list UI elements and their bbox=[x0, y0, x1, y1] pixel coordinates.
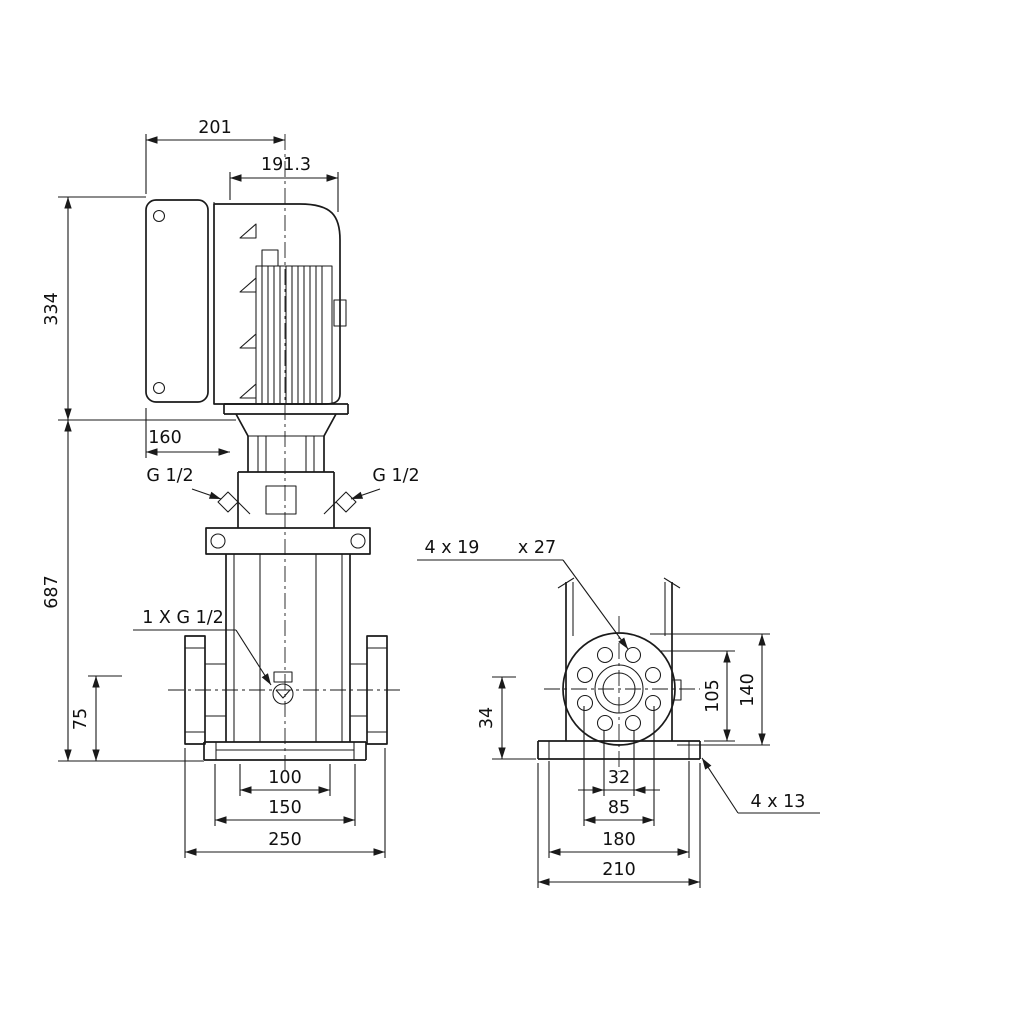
bolt-hole bbox=[644, 694, 662, 712]
staybolt-nut bbox=[210, 533, 226, 549]
base-holes-label: 4 x 13 bbox=[751, 792, 806, 812]
flange-outer-circle bbox=[562, 632, 676, 746]
front-view bbox=[145, 199, 388, 761]
dim-label-160: 160 bbox=[148, 428, 181, 448]
motor bbox=[213, 203, 347, 405]
dimension-140 bbox=[650, 633, 770, 746]
dimension-180 bbox=[548, 761, 690, 858]
flange-raised-face bbox=[594, 664, 644, 714]
dim-label-201: 201 bbox=[198, 118, 231, 138]
dim-label-191-3: 191.3 bbox=[261, 155, 311, 175]
dim-label-180: 180 bbox=[602, 830, 635, 850]
bolt-hole bbox=[576, 694, 594, 712]
control-box bbox=[145, 199, 215, 404]
bolt-hole bbox=[576, 666, 594, 684]
dimension-210 bbox=[537, 763, 701, 888]
dim-label-32: 32 bbox=[608, 768, 630, 788]
dimensions bbox=[58, 134, 820, 888]
dim-label-85: 85 bbox=[608, 798, 630, 818]
leader-drain bbox=[133, 629, 272, 686]
dim-label-100: 100 bbox=[268, 768, 301, 788]
screw-icon bbox=[152, 381, 166, 395]
clamp-tab bbox=[671, 679, 682, 701]
port-label-left: G 1/2 bbox=[146, 466, 193, 486]
fin-block bbox=[255, 265, 333, 405]
dimension-250 bbox=[184, 748, 386, 858]
terminal-block bbox=[261, 249, 279, 267]
dimension-150 bbox=[214, 764, 356, 826]
dimension-334 bbox=[58, 196, 236, 421]
dimension-100 bbox=[239, 764, 331, 796]
screw-icon bbox=[152, 209, 166, 223]
control-box-body bbox=[145, 199, 209, 403]
leader-port-right bbox=[350, 488, 381, 500]
dimension-32 bbox=[578, 730, 660, 796]
holes-label-count: 4 x 19 bbox=[425, 538, 480, 558]
leader-base-holes bbox=[701, 757, 820, 814]
dimension-160 bbox=[145, 408, 230, 458]
bolt-holes bbox=[576, 646, 662, 732]
pump-head bbox=[205, 472, 371, 555]
bolt-hole bbox=[596, 714, 614, 732]
dimension-191-3 bbox=[229, 172, 339, 212]
dim-label-334: 334 bbox=[42, 292, 62, 325]
dimension-201 bbox=[145, 134, 285, 194]
staybolt-nut bbox=[350, 533, 366, 549]
dimension-75 bbox=[88, 675, 122, 761]
break-line bbox=[663, 577, 681, 589]
nameplate bbox=[333, 299, 347, 327]
dim-label-687: 687 bbox=[42, 575, 62, 608]
dimension-105 bbox=[660, 650, 735, 742]
dimension-85 bbox=[583, 706, 655, 826]
dim-label-250: 250 bbox=[268, 830, 301, 850]
dimension-687 bbox=[58, 420, 204, 762]
dimension-34 bbox=[492, 676, 536, 760]
head-flange bbox=[205, 527, 371, 555]
motor-fins bbox=[261, 266, 323, 404]
side-view bbox=[537, 577, 701, 760]
labels: 201 191.3 334 160 G 1/2 G 1/2 687 1 X G … bbox=[42, 118, 805, 880]
bolt-hole bbox=[644, 666, 662, 684]
break-line bbox=[557, 577, 575, 589]
dim-label-105: 105 bbox=[703, 679, 723, 712]
bolt-hole bbox=[624, 646, 642, 664]
flange-bore bbox=[602, 672, 636, 706]
port-right bbox=[323, 491, 357, 515]
dim-label-150: 150 bbox=[268, 798, 301, 818]
drain-plug bbox=[272, 671, 294, 705]
bolt-hole bbox=[596, 646, 614, 664]
leader-port-left bbox=[191, 488, 222, 500]
discharge-flange bbox=[350, 635, 388, 745]
leader-bolt-holes bbox=[417, 559, 629, 650]
chamber-stack bbox=[225, 554, 351, 742]
holes-label-depth: x 27 bbox=[518, 538, 556, 558]
cable-clips bbox=[239, 223, 257, 399]
centerlines bbox=[168, 134, 700, 772]
base-front bbox=[203, 741, 367, 761]
base-side bbox=[537, 740, 701, 760]
head-detail bbox=[265, 485, 297, 515]
dim-label-34: 34 bbox=[477, 707, 497, 729]
dim-label-210: 210 bbox=[602, 860, 635, 880]
bolt-hole bbox=[624, 714, 642, 732]
dim-label-140: 140 bbox=[738, 673, 758, 706]
suction-flange bbox=[184, 635, 226, 745]
coupling-guard-slots bbox=[248, 435, 324, 472]
drain-label: 1 X G 1/2 bbox=[142, 608, 224, 628]
dim-label-75: 75 bbox=[71, 708, 91, 730]
port-label-right: G 1/2 bbox=[372, 466, 419, 486]
flange-face bbox=[562, 632, 676, 746]
coupling bbox=[223, 403, 349, 473]
port-left bbox=[217, 491, 251, 515]
pump-body-side bbox=[557, 577, 682, 741]
motor-outline bbox=[213, 203, 341, 405]
